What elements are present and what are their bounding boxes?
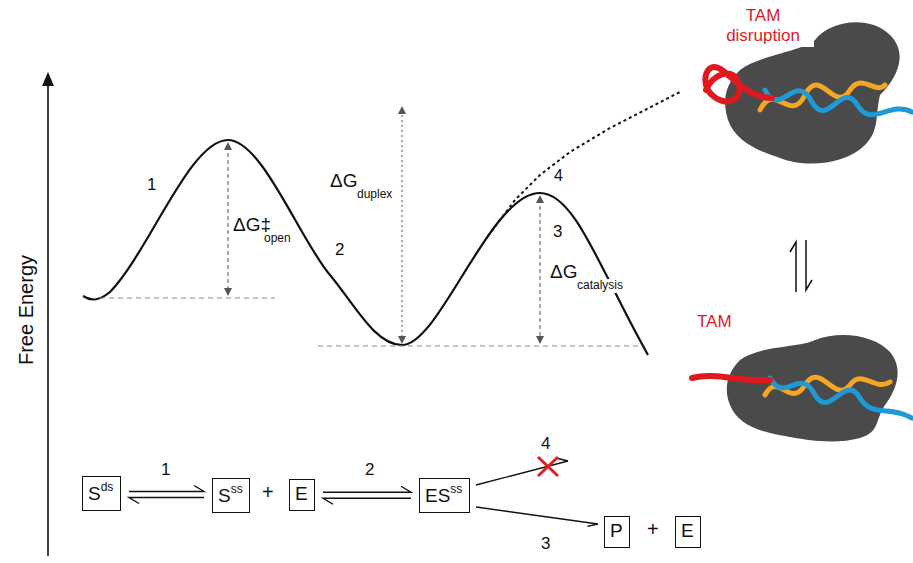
tam-strand [692,376,770,380]
step-number: 4 [540,434,551,454]
blocked-path [488,92,680,236]
energy-symbol: ΔG [549,261,578,283]
baseline [318,346,640,347]
arrow-stroke [323,486,411,492]
plus-sign: + [261,481,275,504]
axis-label: Free Energy [15,254,38,366]
species-name: E [681,520,694,541]
reaction-arrow [129,486,204,504]
arrow-stroke [476,507,598,526]
arrow-stroke [129,498,204,504]
species-name: E [295,483,308,504]
reaction-arrow [476,507,598,526]
step-number: 3 [552,222,563,242]
state-equilibrium [806,240,812,290]
species-state: ss [231,482,243,496]
species-box: E [289,479,315,511]
species-text: Sds [88,481,113,505]
species-text: P [610,521,623,542]
step-number: 3 [540,534,551,554]
y-axis [47,80,49,556]
red-cross [538,457,558,476]
orange-strand [760,83,885,110]
species-text: ESss [425,483,462,507]
species-text: E [681,521,694,542]
axis-arrowhead [42,72,54,86]
species-box: E [675,516,701,548]
step-number: 1 [160,460,171,480]
energy-symbol: ΔG [329,170,358,192]
energy-subscript: open [263,232,292,246]
reaction-arrow [323,486,411,504]
energy-curve [83,140,648,355]
state-label: TAM [696,312,733,332]
state-equilibrium [790,242,796,292]
baseline [100,298,275,299]
energy-gap [228,146,229,292]
energy-subscript: catalysis [576,279,624,293]
species-name: ES [425,485,450,506]
blue-strand [770,378,912,418]
plus-sign: + [646,518,660,541]
step-number: 1 [146,175,157,195]
species-state: ss [450,482,462,496]
state-label: TAM disruption [712,6,814,47]
energy-subscript: duplex [356,188,393,202]
step-number: 2 [364,460,375,480]
step-number: 4 [553,167,564,185]
species-name: P [610,520,623,541]
blue-strand [765,90,912,115]
species-name: S [218,485,231,506]
arrow-stroke [129,486,204,492]
arrow-stroke [323,498,411,504]
species-box: ESss [419,478,470,513]
species-box: P [604,516,630,548]
species-box: Sds [82,476,121,511]
energy-gap [402,110,403,340]
step-number: 2 [334,240,345,260]
tam-strand [705,67,772,101]
species-text: E [295,484,308,505]
species-state: ds [101,480,114,494]
species-box: Sss [212,478,250,513]
energy-gap [540,199,541,340]
species-text: Sss [218,483,243,507]
species-name: S [88,483,101,504]
